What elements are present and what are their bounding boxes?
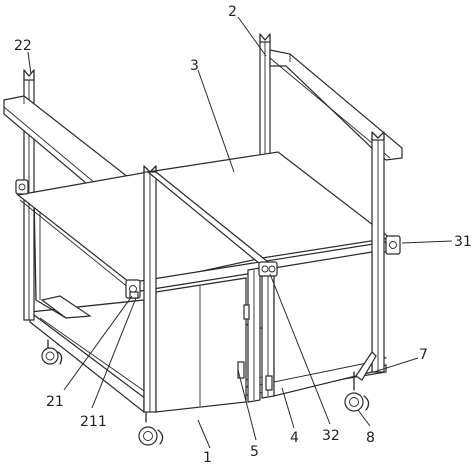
front-centre-post — [143, 165, 157, 413]
callout-2: 2 — [228, 4, 237, 20]
corner-brace — [355, 351, 377, 381]
leader-lines — [27, 16, 453, 449]
clamp-block-211 — [125, 279, 141, 299]
callout-32: 32 — [322, 428, 340, 444]
callout-1: 1 — [203, 450, 212, 466]
callout-5: 5 — [250, 444, 259, 460]
caster-rear-left — [41, 339, 63, 365]
front-right-post — [371, 131, 385, 373]
callout-8: 8 — [366, 430, 375, 446]
caster-front-right — [344, 371, 370, 412]
clamp-block-32 — [258, 261, 278, 277]
callout-211: 211 — [80, 414, 107, 430]
lower-drawer-panel — [155, 277, 250, 413]
callout-31: 31 — [454, 234, 472, 250]
callout-3: 3 — [190, 58, 199, 74]
callout-21: 21 — [46, 394, 64, 410]
clamp-block-31 — [385, 235, 401, 255]
callout-4: 4 — [290, 430, 299, 446]
clamp-block-left-rear — [15, 179, 29, 195]
callout-labels: 22 2 3 31 21 211 32 7 8 1 5 4 — [14, 4, 472, 466]
callout-22: 22 — [14, 38, 32, 54]
caster-front-left — [138, 411, 164, 446]
lower-right-compartment — [265, 251, 373, 397]
right-handle-rail — [269, 49, 403, 161]
callout-7: 7 — [419, 347, 428, 363]
